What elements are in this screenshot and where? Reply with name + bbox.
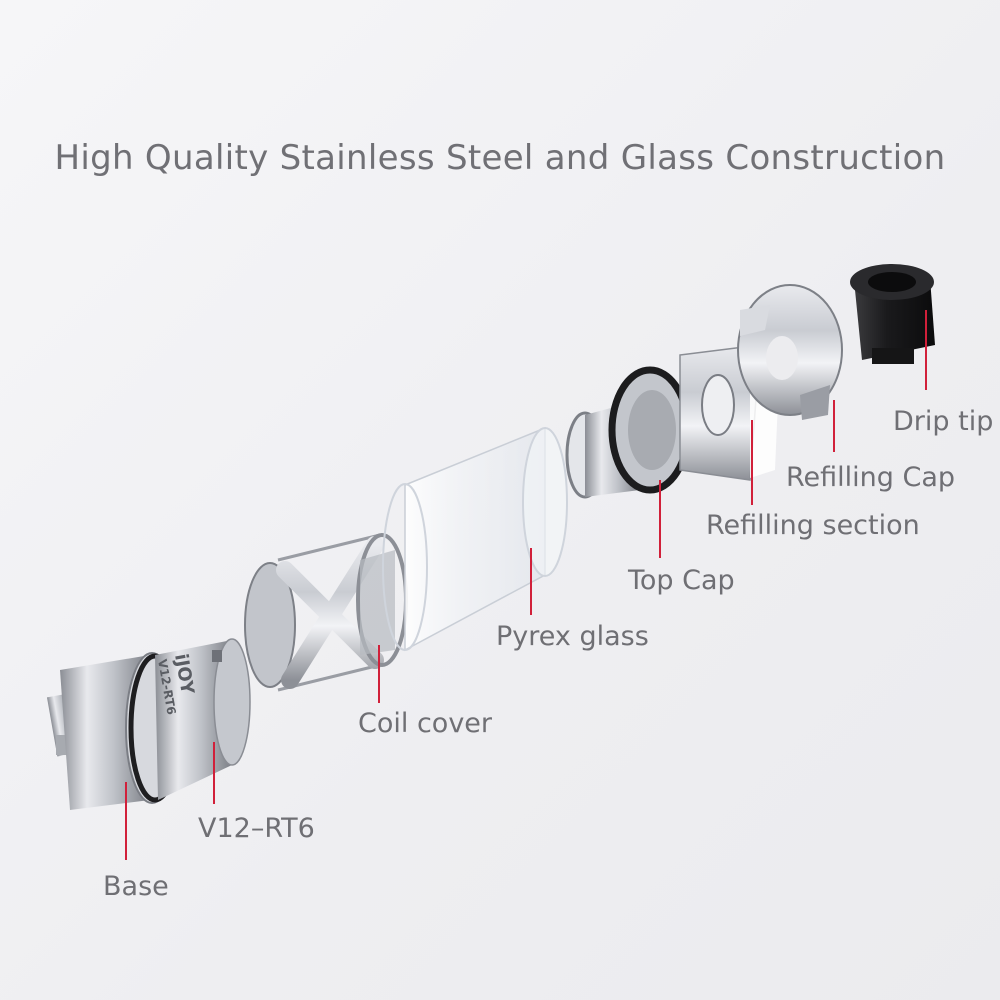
refilling-cap-part xyxy=(737,284,843,420)
base-label: Base xyxy=(103,871,169,902)
pyrex-label: Pyrex glass xyxy=(496,621,649,652)
top-cap-label: Top Cap xyxy=(628,565,735,596)
refilling-section-label: Refilling section xyxy=(706,510,920,541)
base-leader-line xyxy=(125,782,127,860)
coil-cover-label: Coil cover xyxy=(358,708,493,739)
coil-cover-leader-line xyxy=(378,645,380,703)
pyrex-leader-line xyxy=(530,548,532,615)
refilling-cap-leader-line xyxy=(833,400,835,452)
refilling-section-leader-line xyxy=(751,420,753,505)
coil-cover-part xyxy=(244,533,408,692)
base-deck-part: iJOY V12-RT6 xyxy=(46,638,251,810)
top-cap-leader-line xyxy=(659,480,661,558)
pyrex-glass-part xyxy=(382,426,568,652)
drip-tip-label: Drip tip xyxy=(893,406,994,437)
v12-leader-line xyxy=(213,742,215,804)
drip-tip-leader-line xyxy=(925,310,927,390)
page-title: High Quality Stainless Steel and Glass C… xyxy=(54,138,946,178)
top-cap-part xyxy=(565,366,715,499)
v12-label: V12–RT6 xyxy=(198,813,315,844)
drip-tip-part xyxy=(850,264,935,364)
refilling-cap-label: Refilling Cap xyxy=(786,462,956,493)
